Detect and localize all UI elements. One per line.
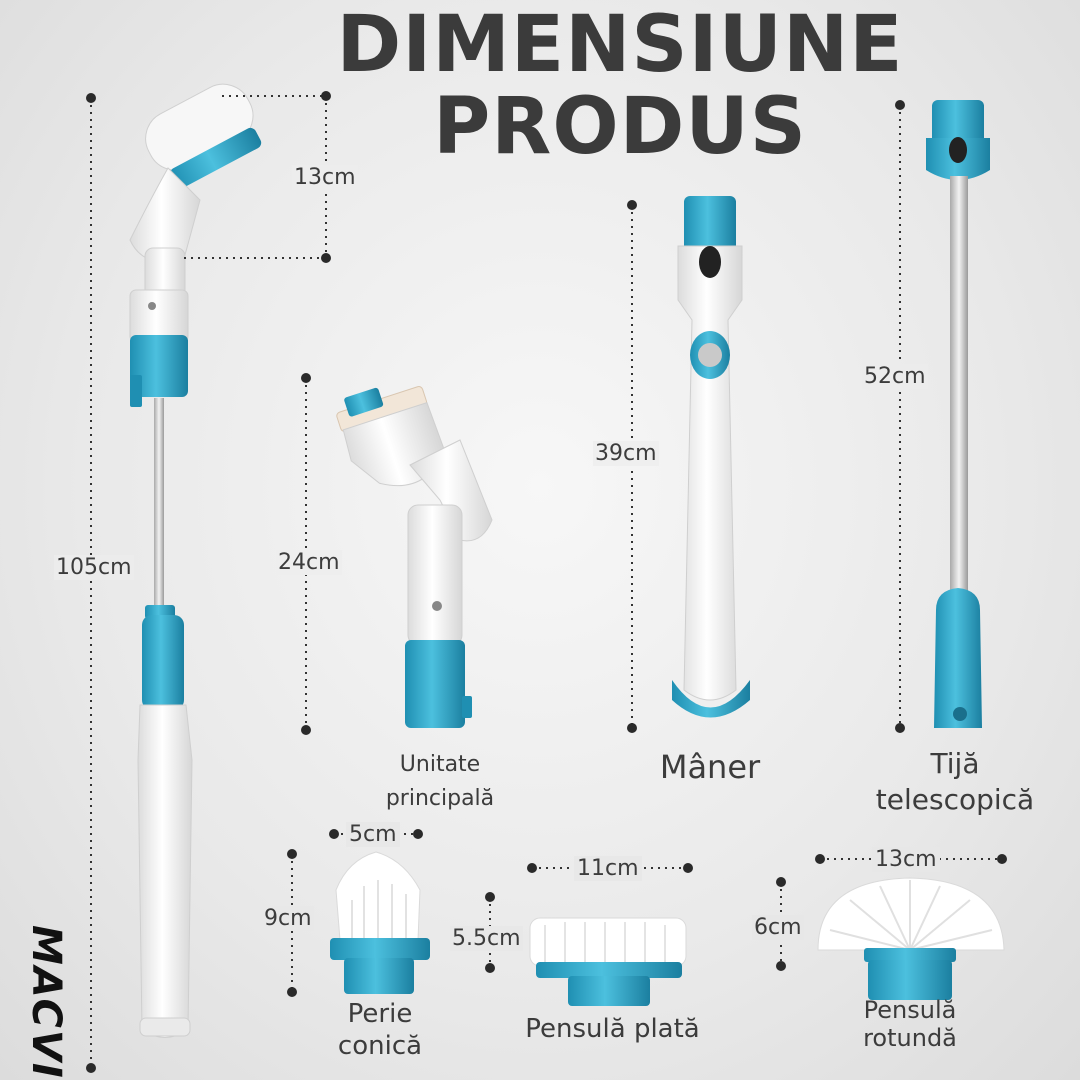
caption-round: Pensulă rotundă [820,996,1000,1052]
caption-cone-line-2: conică [337,1031,423,1061]
label-round-height: 6cm [752,915,804,940]
label-cone-width: 5cm [346,822,400,847]
label-handle: 39cm [593,441,659,466]
caption-cone: Perie conică [305,998,455,1062]
dim-handle [627,200,637,733]
caption-round-line-1: Pensulă [863,996,957,1024]
label-telescopic: 52cm [862,364,928,389]
dim-total-length [86,93,96,1073]
label-head-height: 13cm [292,165,358,190]
caption-round-line-2: rotundă [863,1024,957,1052]
main-unit [336,386,493,728]
label-flat-width: 11cm [574,856,642,881]
label-round-width: 13cm [872,847,940,872]
label-main-unit: 24cm [276,550,342,575]
caption-telescopic-line-1: Tijă [930,747,980,780]
telescopic-rod [926,100,990,728]
title-line-1: DIMENSIUNE [336,0,904,90]
caption-main-unit: Unitate principală [350,748,530,816]
flat-brush [529,917,687,1006]
full-scrubber [129,83,262,1038]
dim-telescopic [895,100,905,733]
label-flat-height: 5.5cm [450,926,523,951]
label-total-length: 105cm [54,555,134,580]
round-brush [817,877,1005,1000]
caption-flat: Pensulă plată [525,1014,700,1044]
handle [672,196,750,718]
caption-handle: Mâner [659,748,761,786]
label-cone-height: 9cm [262,906,314,931]
caption-telescopic-line-2: telescopică [875,783,1035,816]
dim-head-height [184,91,331,263]
cone-brush [330,851,430,994]
title-line-2: PRODUS [433,82,807,172]
page-title: DIMENSIUNE PRODUS [330,4,910,168]
brand-logo: MACVI [23,925,69,1080]
caption-main-unit-line-1: Unitate [399,752,481,777]
caption-telescopic: Tijă telescopică [840,746,1070,818]
caption-cone-line-1: Perie [347,999,413,1029]
caption-main-unit-line-2: principală [385,786,495,811]
